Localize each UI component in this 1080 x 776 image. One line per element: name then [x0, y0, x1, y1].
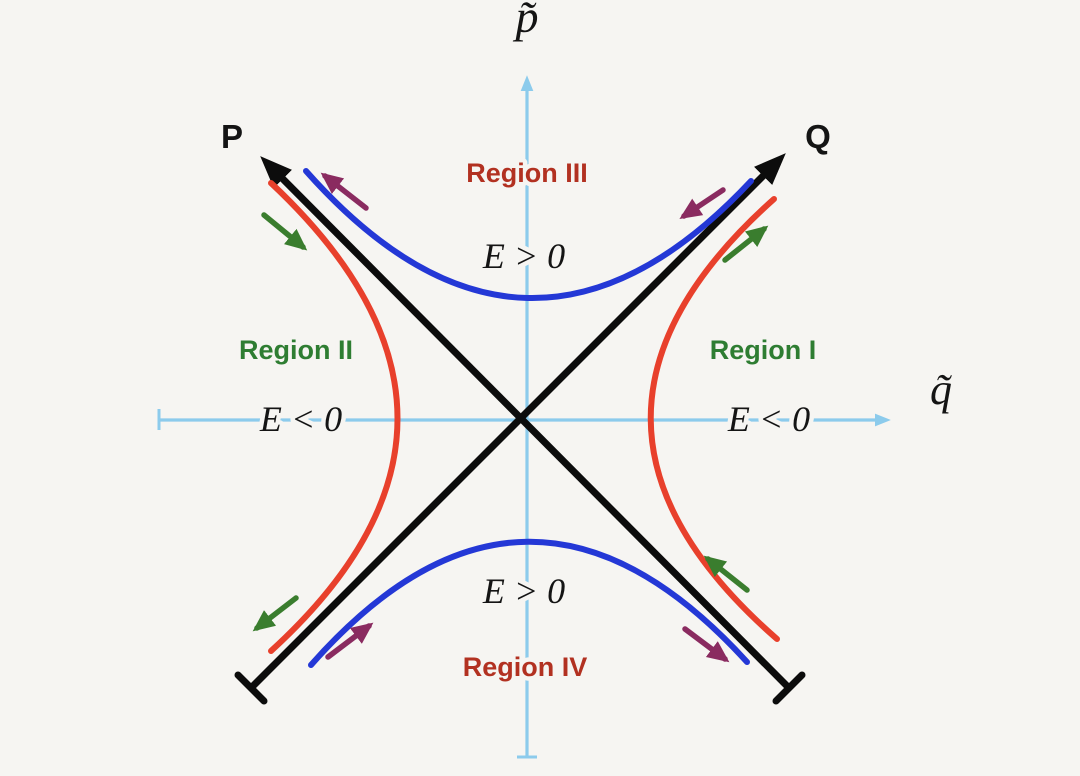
separatrix-Q-line: [248, 153, 786, 691]
separatrix-Q-endbar: [234, 671, 268, 705]
separatrix-P-label: P: [221, 118, 243, 155]
flow-arrow-purple-upper-right-icon: [679, 187, 726, 220]
trajectories: [268, 168, 780, 668]
separatrix-Q-label: Q: [805, 118, 831, 155]
separatrix-P-line: [260, 156, 792, 691]
energy-label-top: E > 0: [482, 236, 565, 276]
q-axis-label: q̃: [930, 365, 953, 414]
labels: p̃ q̃ P Q Region III Region IV Region II…: [221, 0, 953, 687]
hyperbola-top-positive-energy: [303, 168, 754, 302]
flow-arrow-purple-upper-left-icon: [320, 172, 369, 211]
region-iii-label: Region III: [466, 158, 588, 188]
hyperbola-right-negative-energy: [647, 196, 780, 642]
flow-arrow-purple-lower-left-icon: [325, 622, 374, 660]
hyperbola-left-negative-energy: [268, 180, 401, 654]
flow-arrows: [252, 172, 769, 663]
flow-arrow-green-lower-left-icon: [252, 595, 299, 632]
flow-arrow-green-upper-left-icon: [261, 212, 308, 251]
flow-arrow-purple-lower-right-icon: [682, 626, 730, 663]
flow-arrow-green-lower-right-icon: [703, 555, 750, 593]
region-i-label: Region I: [710, 335, 817, 365]
flow-arrow-green-upper-right-icon: [722, 225, 769, 263]
energy-label-bottom: E > 0: [482, 571, 565, 611]
p-axis-label: p̃: [513, 0, 539, 42]
region-ii-label: Region II: [239, 335, 353, 365]
energy-label-left: E < 0: [259, 399, 342, 439]
energy-label-right: E < 0: [727, 399, 810, 439]
separatrices: [234, 153, 806, 705]
hyperbola-bottom-positive-energy: [308, 538, 750, 668]
region-iv-label: Region IV: [463, 652, 588, 682]
separatrix-P-endbar: [772, 671, 806, 705]
